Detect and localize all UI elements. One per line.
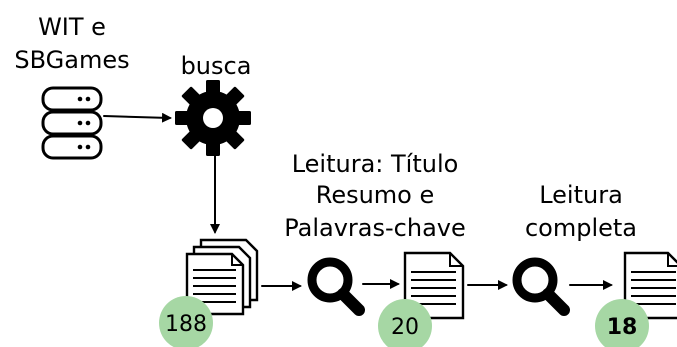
source-label-line1: WIT e [38,13,106,41]
magnifier-icon [307,257,365,316]
fulltext-label-line1: Leitura [539,181,623,209]
arrow-database-to-search [103,112,172,123]
fulltext-label-line2: completa [525,214,637,242]
count-badge-final: 18 [595,299,649,347]
screening-label-line3: Palavras-chave [284,214,466,242]
screening-label-line1: Leitura: Título [292,150,459,178]
gear-icon [175,80,251,156]
count-final: 18 [607,315,638,340]
search-step-label: busca [181,52,252,80]
count-after-screening: 20 [391,315,419,340]
count-initial: 188 [165,312,207,337]
screening-label-line2: Resumo e [316,181,435,209]
count-badge-initial: 188 [159,296,213,347]
source-label-line2: SBGames [14,46,129,74]
database-icon [41,86,103,160]
document-stack-icon [185,238,259,316]
count-badge-screened: 20 [378,299,432,347]
magnifier-icon [512,257,570,316]
